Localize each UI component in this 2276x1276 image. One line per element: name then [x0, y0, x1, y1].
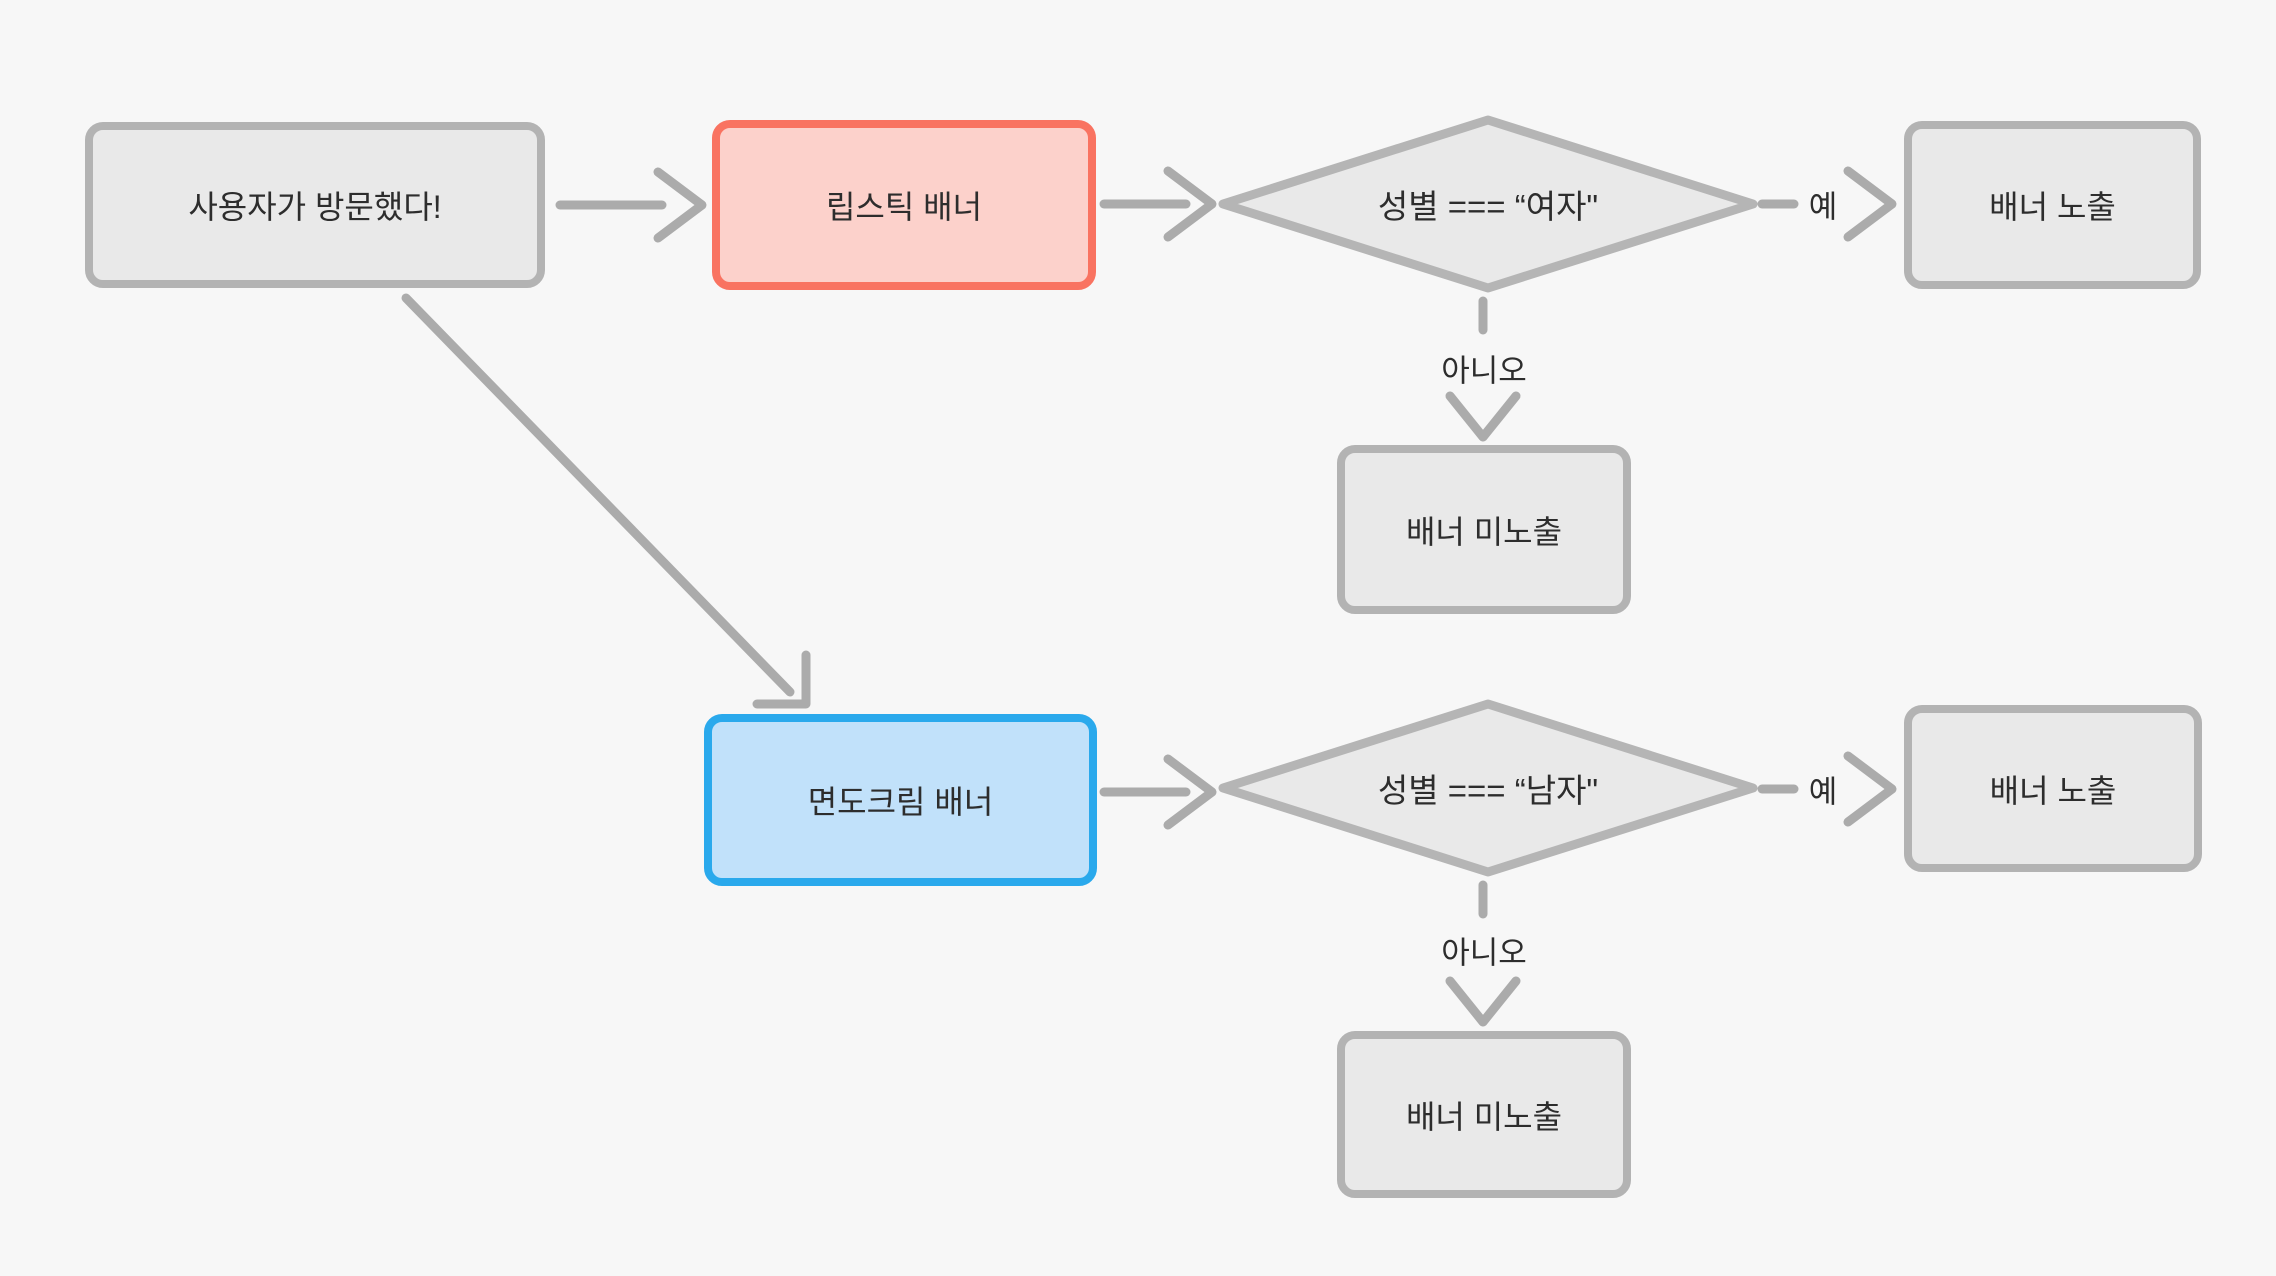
edge-shaving-to-decision: [1099, 754, 1217, 830]
edge-decision2-yes: [1757, 751, 1897, 827]
edge-lipstick-to-decision: [1099, 166, 1217, 242]
node-shaving-cream-banner[interactable]: 면도크림 배너: [704, 714, 1097, 886]
edge-label-yes-2: 예: [1808, 774, 1838, 810]
node-lipstick-banner[interactable]: 립스틱 배너: [712, 120, 1096, 290]
node-label: 사용자가 방문했다!: [188, 189, 442, 225]
edge-decision1-yes: [1757, 166, 1897, 242]
node-banner-show-2[interactable]: 배너 노출: [1904, 705, 2202, 872]
node-label: 면도크림 배너: [807, 784, 994, 820]
arrowhead-right-icon: [1163, 166, 1217, 242]
node-start[interactable]: 사용자가 방문했다!: [85, 122, 545, 288]
node-banner-show-1[interactable]: 배너 노출: [1904, 121, 2201, 289]
node-banner-hide-2[interactable]: 배너 미노출: [1337, 1031, 1631, 1198]
edge-label-no-1: 아니오: [1441, 353, 1527, 389]
node-label: 배너 미노출: [1405, 513, 1563, 550]
node-label: 배너 노출: [1989, 772, 2117, 809]
arrowhead-right-icon: [1843, 166, 1897, 242]
decision-node-female[interactable]: [1218, 115, 1758, 293]
edge-start-to-shaving: [401, 293, 811, 709]
arrowhead-right-icon: [1843, 751, 1897, 827]
edge-label-no-2: 아니오: [1441, 935, 1527, 971]
arrowhead-down-icon: [1445, 391, 1521, 442]
arrowhead-corner-icon: [752, 650, 811, 709]
edge-decision2-no: [1445, 880, 1521, 1027]
edge-decision1-no: [1445, 296, 1521, 442]
node-banner-hide-1[interactable]: 배너 미노출: [1337, 445, 1631, 614]
arrowhead-right-icon: [1163, 754, 1217, 830]
arrowhead-down-icon: [1445, 976, 1521, 1027]
arrowhead-right-icon: [653, 167, 707, 243]
decision-male-label: 성별 === “남자": [1377, 772, 1599, 809]
edge-label-yes-1: 예: [1808, 189, 1838, 225]
decision-node-male[interactable]: [1218, 699, 1758, 877]
decision-female-label: 성별 === “여자": [1377, 188, 1599, 225]
node-label: 배너 미노출: [1405, 1098, 1563, 1135]
node-label: 립스틱 배너: [825, 189, 983, 225]
edge-start-to-lipstick: [555, 167, 707, 243]
node-label: 배너 노출: [1989, 189, 2116, 225]
